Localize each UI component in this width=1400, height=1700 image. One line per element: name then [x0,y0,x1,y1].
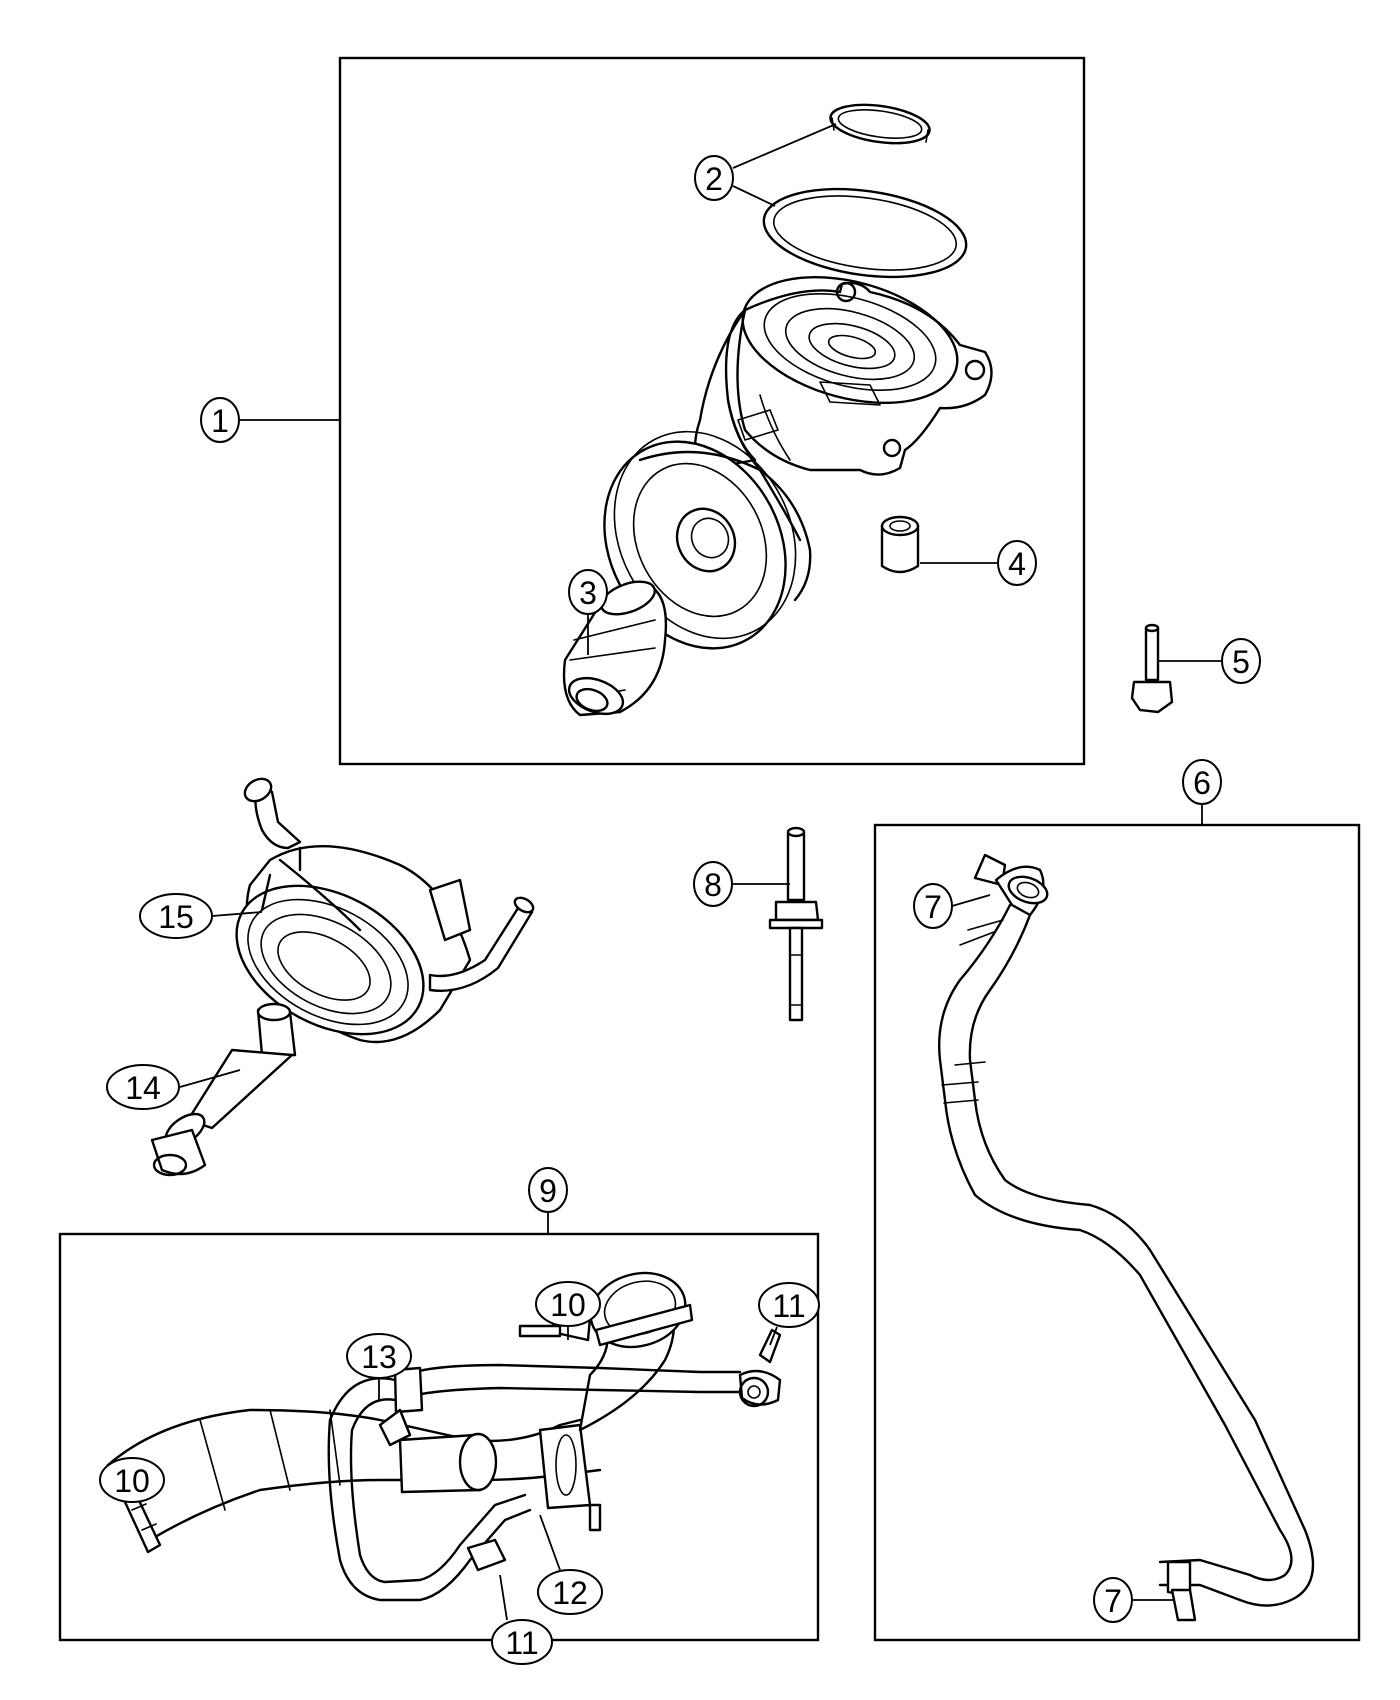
callout-5: 5 [1221,638,1261,684]
svg-text:12: 12 [552,1575,588,1611]
leader-2b [732,185,776,207]
svg-text:4: 4 [1008,546,1026,582]
cooler-fitting [150,1002,297,1177]
seal-ring-small [829,103,931,145]
bolt-small [1130,623,1174,714]
hose-assembly [106,1271,782,1602]
svg-text:10: 10 [550,1287,586,1323]
svg-text:13: 13 [361,1339,397,1375]
svg-text:10: 10 [114,1463,150,1499]
svg-text:6: 6 [1193,765,1211,801]
leader-11b [499,1574,508,1621]
leader-15 [211,911,263,917]
tube-assembly [938,853,1315,1622]
group-frame-1 [338,56,1086,766]
callout-4: 4 [997,540,1037,586]
callout-8: 8 [693,861,733,907]
svg-text:2: 2 [705,161,723,197]
callout-11-bottom: 11 [491,1619,553,1665]
svg-text:9: 9 [539,1173,557,1209]
callout-15: 15 [139,893,213,939]
callout-10-top: 10 [535,1281,601,1327]
callout-14: 14 [106,1064,180,1110]
oil-filter-housing [603,275,993,650]
callout-9: 9 [528,1167,568,1213]
callout-7-bottom: 7 [1093,1577,1133,1623]
leader-7a [951,894,991,907]
group-frame-9 [58,1232,820,1642]
svg-text:11: 11 [772,1288,805,1324]
leader-12 [539,1514,561,1571]
seal-ring-large [762,187,968,279]
svg-text:7: 7 [1104,1583,1122,1619]
svg-text:5: 5 [1232,644,1250,680]
callout-6: 6 [1182,759,1222,805]
callout-7-top: 7 [913,883,953,929]
svg-text:15: 15 [158,899,194,935]
callout-3: 3 [568,569,608,615]
callout-12: 12 [537,1569,603,1615]
callout-11-top: 11 [758,1282,820,1328]
svg-text:1: 1 [211,403,229,439]
svg-text:14: 14 [125,1070,161,1106]
svg-text:7: 7 [924,889,942,925]
stud-bolt [768,826,824,1022]
group-frame-6 [873,823,1361,1642]
callout-10-left: 10 [99,1457,165,1503]
leader-2a [732,123,837,169]
bushing [880,515,920,574]
callout-2: 2 [694,155,734,201]
leader-11a [769,1326,778,1346]
svg-text:8: 8 [704,867,722,903]
svg-text:11: 11 [505,1625,538,1661]
svg-text:3: 3 [579,575,597,611]
adapter-fitting [562,580,668,717]
callout-13: 13 [346,1333,412,1379]
oil-cooler [235,777,535,1044]
leader-14 [179,1069,241,1088]
callout-1: 1 [200,397,240,443]
